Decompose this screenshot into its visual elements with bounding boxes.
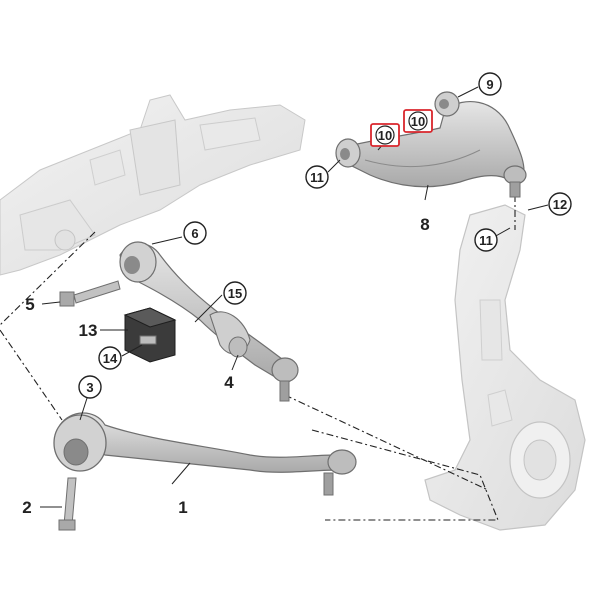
- lower-control-arm: [53, 412, 357, 496]
- svg-text:11: 11: [479, 233, 493, 248]
- callout-5: 5: [25, 295, 34, 314]
- callout-3: 3: [78, 375, 102, 399]
- callout-6: 6: [183, 221, 207, 245]
- callout-9: 9: [478, 72, 502, 96]
- callout-1: 1: [178, 498, 187, 517]
- svg-text:11: 11: [310, 170, 324, 185]
- callout-15: 15: [223, 281, 247, 305]
- svg-text:12: 12: [553, 197, 567, 212]
- callout-11-lower: 11: [474, 228, 498, 252]
- callout-12: 12: [548, 192, 572, 216]
- subframe-ghost: [0, 94, 306, 276]
- svg-text:15: 15: [228, 286, 242, 301]
- callout-11-upper: 11: [305, 165, 329, 189]
- callout-4: 4: [224, 373, 234, 392]
- callout-10-right: 10: [403, 109, 433, 133]
- bolt-2: [58, 477, 77, 531]
- installation-lines: [0, 195, 516, 521]
- bolt-5: [59, 280, 121, 307]
- svg-text:9: 9: [486, 77, 493, 92]
- upper-control-arm: [335, 91, 527, 198]
- callout-13: 13: [79, 321, 98, 340]
- leader-lines: [40, 86, 549, 508]
- svg-text:3: 3: [86, 380, 93, 395]
- callout-8: 8: [420, 215, 429, 234]
- svg-text:10: 10: [411, 114, 425, 129]
- rubber-mount-13: [123, 307, 177, 363]
- callout-2: 2: [22, 498, 31, 517]
- svg-text:6: 6: [191, 226, 198, 241]
- knuckle-ghost: [424, 204, 586, 531]
- callout-10-left: 10: [370, 123, 400, 147]
- svg-text:10: 10: [378, 128, 392, 143]
- svg-text:14: 14: [103, 351, 118, 366]
- callout-14: 14: [98, 346, 122, 370]
